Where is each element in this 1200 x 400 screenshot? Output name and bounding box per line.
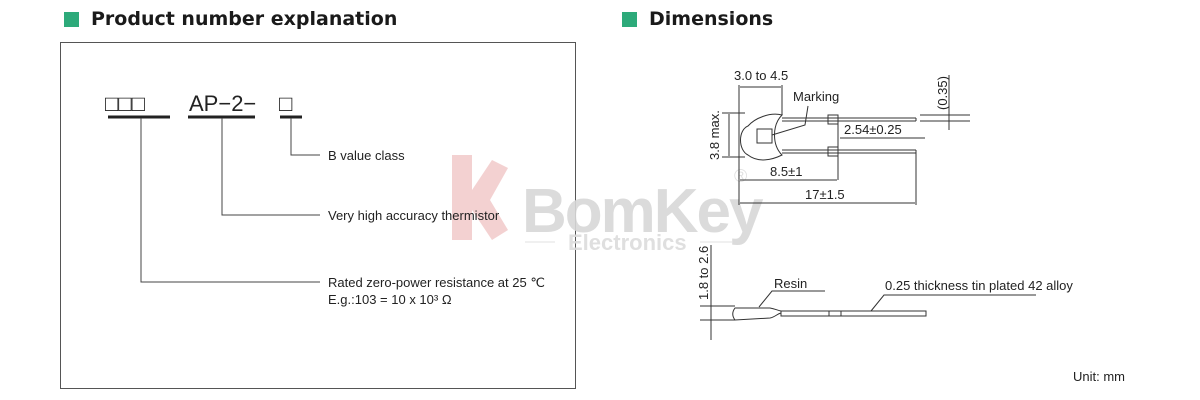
total-length-label: 17±1.5	[805, 187, 845, 202]
side-view-drawing	[700, 245, 1036, 340]
lead-material-label: 0.25 thickness tin plated 42 alloy	[885, 278, 1073, 293]
watermark-brand: BomKey	[522, 177, 764, 246]
marking-label: Marking	[793, 89, 839, 104]
height-max-label: 3.8 max.	[707, 110, 722, 160]
product-number-panel	[60, 42, 576, 389]
resistance-label: Rated zero-power resistance at 25 ℃	[328, 275, 545, 290]
series-label: Very high accuracy thermistor	[328, 208, 500, 223]
watermark: BomKey ® Electronics	[452, 155, 766, 255]
top-view-drawing	[722, 75, 970, 205]
resistance-example: E.g.:103 = 10 x 10³ Ω	[328, 292, 452, 307]
b-value-label: B value class	[328, 148, 405, 163]
resin-label: Resin	[774, 276, 807, 291]
dimensions-heading: Dimensions	[622, 8, 773, 30]
code-prefix: □□□	[105, 91, 145, 116]
section-marker-icon	[622, 11, 637, 27]
lead-thickness-label: (0.35)	[935, 76, 950, 110]
unit-label: Unit: mm	[1073, 369, 1125, 384]
code-suffix: □	[279, 91, 292, 116]
code-middle: AP−2−	[189, 91, 256, 116]
watermark-reg: ®	[734, 166, 747, 186]
width-range-label: 3.0 to 4.5	[734, 68, 788, 83]
product-number-title: Product number explanation	[91, 8, 398, 30]
section-marker-icon	[64, 11, 79, 27]
dimensions-title: Dimensions	[649, 8, 774, 30]
kink-length-label: 8.5±1	[770, 164, 802, 179]
product-code: □□□ AP−2− □ B value class Very high accu…	[105, 91, 545, 307]
watermark-sub: Electronics	[568, 230, 687, 255]
product-number-heading: Product number explanation	[64, 8, 397, 30]
side-height-label: 1.8 to 2.6	[696, 246, 711, 300]
pitch-label: 2.54±0.25	[844, 122, 902, 137]
